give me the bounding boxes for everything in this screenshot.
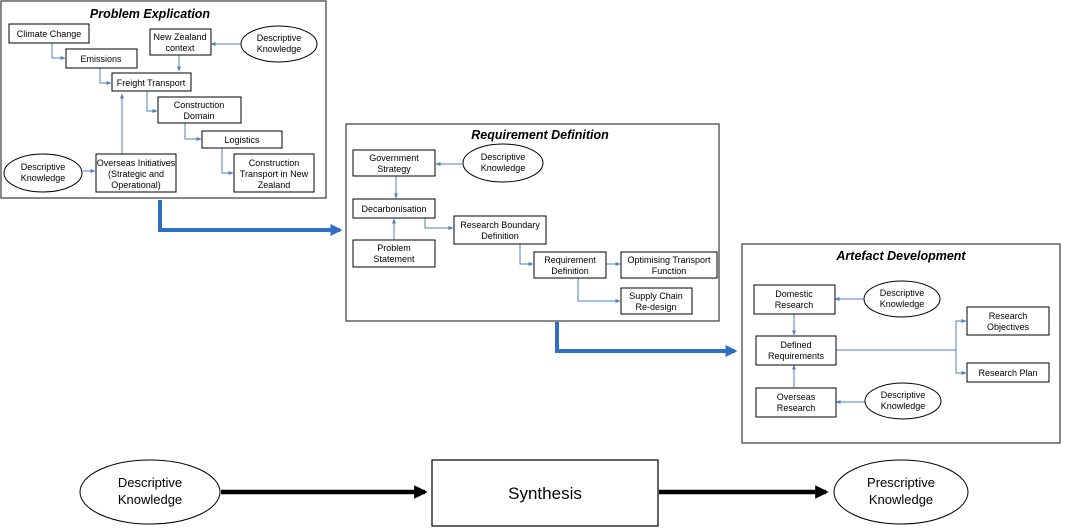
- research-boundary-definition-label-2: Definition: [481, 231, 519, 241]
- descriptive-knowledge-input-label-2: Knowledge: [118, 492, 182, 507]
- government-strategy-label-1: Government: [369, 153, 419, 163]
- overseas-research-label-2: Research: [777, 403, 816, 413]
- domestic-research-label-1: Domestic: [775, 289, 813, 299]
- freight-transport-box: [111, 72, 192, 92]
- climate-change-label: Climate Change: [17, 29, 82, 39]
- research-boundary-definition-box: [453, 215, 547, 245]
- artefact-development-title: Artefact Development: [835, 249, 966, 263]
- logistics-box: [201, 130, 283, 149]
- connector-logistics-transport: [221, 148, 234, 175]
- synthesis-flow: Descriptive Knowledge Synthesis Prescrip…: [79, 459, 969, 527]
- optimising-transport-function-label-1: Optimising Transport: [627, 255, 711, 265]
- emissions-label: Emissions: [80, 54, 122, 64]
- flow-arrow-requirement-to-artefact: [555, 322, 738, 357]
- requirement-definition-box: [533, 251, 607, 279]
- problem-statement-label-2: Statement: [373, 254, 415, 264]
- connector-decarbonisation-boundary: [424, 218, 454, 230]
- overseas-initiatives-label-2: (Strategic and: [108, 169, 164, 179]
- optimising-transport-function-label-2: Function: [652, 266, 687, 276]
- connector-climate-emissions: [51, 43, 66, 60]
- descriptive-knowledge-oval: [240, 25, 318, 63]
- flow-arrow-problem-to-requirement: [158, 200, 343, 236]
- research-objectives-label-2: Objectives: [987, 322, 1030, 332]
- construction-transport-nz-label-1: Construction: [249, 158, 300, 168]
- descriptive-knowledge-oval: [462, 143, 544, 183]
- overseas-initiatives-label-1: Overseas Initiatives: [97, 158, 176, 168]
- descriptive-knowledge-oval: [864, 382, 942, 420]
- research-plan-label: Research Plan: [978, 368, 1037, 378]
- requirement-definition-panel: Requirement Definition Government Strate…: [345, 123, 720, 322]
- research-objectives-box: [966, 306, 1050, 336]
- requirement-definition-title: Requirement Definition: [471, 128, 609, 142]
- descriptive-knowledge-label-2: Knowledge: [880, 299, 925, 309]
- climate-change-box: [8, 23, 90, 44]
- problem-explication-panel: Problem Explication Climate Change Emiss…: [0, 0, 327, 199]
- descriptive-knowledge-oval: [863, 280, 941, 318]
- decarbonisation-label: Decarbonisation: [361, 204, 426, 214]
- new-zealand-context-box: [149, 28, 212, 56]
- descriptive-knowledge-label-1: Descriptive: [257, 33, 302, 43]
- freight-transport-label: Freight Transport: [117, 78, 186, 88]
- descriptive-knowledge-label-1: Descriptive: [880, 288, 925, 298]
- requirement-definition-label-2: Definition: [551, 266, 589, 276]
- artefact-development-panel: Artefact Development Domestic Research D…: [741, 243, 1061, 444]
- construction-domain-label-1: Construction: [174, 100, 225, 110]
- descriptive-knowledge-input-oval: [79, 459, 221, 525]
- connector-branch-objectives: [955, 319, 967, 350]
- descriptive-knowledge-label-2: Knowledge: [21, 173, 66, 183]
- new-zealand-context-label-2: context: [165, 43, 195, 53]
- connector-boundary-requirement: [519, 244, 534, 266]
- descriptive-knowledge-label-2: Knowledge: [881, 401, 926, 411]
- defined-requirements-label-1: Defined: [780, 340, 811, 350]
- problem-statement-box: [352, 239, 436, 268]
- prescriptive-knowledge-output-label-1: Prescriptive: [867, 475, 935, 490]
- research-objectives-label-1: Research: [989, 311, 1028, 321]
- supply-chain-redesign-label-2: Re-design: [635, 302, 676, 312]
- prescriptive-knowledge-output-label-2: Knowledge: [869, 492, 933, 507]
- optimising-transport-function-box: [620, 251, 718, 279]
- problem-statement-label-1: Problem: [377, 243, 411, 253]
- domestic-research-label-2: Research: [775, 300, 814, 310]
- defined-requirements-box: [755, 335, 837, 366]
- government-strategy-box: [352, 149, 436, 177]
- emissions-box: [65, 48, 138, 69]
- connector-emissions-freight: [99, 68, 112, 85]
- requirement-definition-label-1: Requirement: [544, 255, 596, 265]
- problem-explication-title: Problem Explication: [90, 7, 211, 21]
- construction-domain-box: [157, 96, 242, 124]
- research-plan-box: [966, 362, 1050, 383]
- decarbonisation-box: [352, 198, 436, 219]
- overseas-research-box: [755, 387, 837, 418]
- connector-construction-logistics: [184, 123, 202, 141]
- descriptive-knowledge-label-1: Descriptive: [881, 390, 926, 400]
- logistics-label: Logistics: [224, 135, 260, 145]
- connector-branch-plan: [955, 350, 967, 375]
- descriptive-knowledge-oval: [3, 153, 83, 193]
- supply-chain-redesign-label-1: Supply Chain: [629, 291, 683, 301]
- construction-transport-nz-box: [233, 153, 315, 193]
- overseas-initiatives-label-3: Operational): [111, 180, 161, 190]
- descriptive-knowledge-input-label-1: Descriptive: [118, 475, 182, 490]
- synthesis-box: [431, 459, 659, 527]
- connector-requirement-supply-chain: [577, 277, 621, 303]
- government-strategy-label-2: Strategy: [377, 164, 411, 174]
- construction-domain-label-2: Domain: [183, 111, 214, 121]
- construction-transport-nz-label-2: Transport in New: [240, 169, 309, 179]
- domestic-research-box: [753, 284, 836, 315]
- overseas-research-label-1: Overseas: [777, 392, 816, 402]
- descriptive-knowledge-label-1: Descriptive: [21, 162, 66, 172]
- prescriptive-knowledge-output-oval: [833, 459, 969, 525]
- new-zealand-context-label-1: New Zealand: [153, 32, 206, 42]
- connector-freight-construction: [146, 91, 158, 113]
- overseas-initiatives-box: [95, 153, 177, 193]
- descriptive-knowledge-label-2: Knowledge: [257, 44, 302, 54]
- descriptive-knowledge-label-1: Descriptive: [481, 152, 526, 162]
- supply-chain-redesign-box: [620, 287, 693, 315]
- research-boundary-definition-label-1: Research Boundary: [460, 220, 540, 230]
- defined-requirements-label-2: Requirements: [768, 351, 825, 361]
- construction-transport-nz-label-3: Zealand: [258, 180, 291, 190]
- descriptive-knowledge-label-2: Knowledge: [481, 163, 526, 173]
- synthesis-label: Synthesis: [508, 484, 582, 503]
